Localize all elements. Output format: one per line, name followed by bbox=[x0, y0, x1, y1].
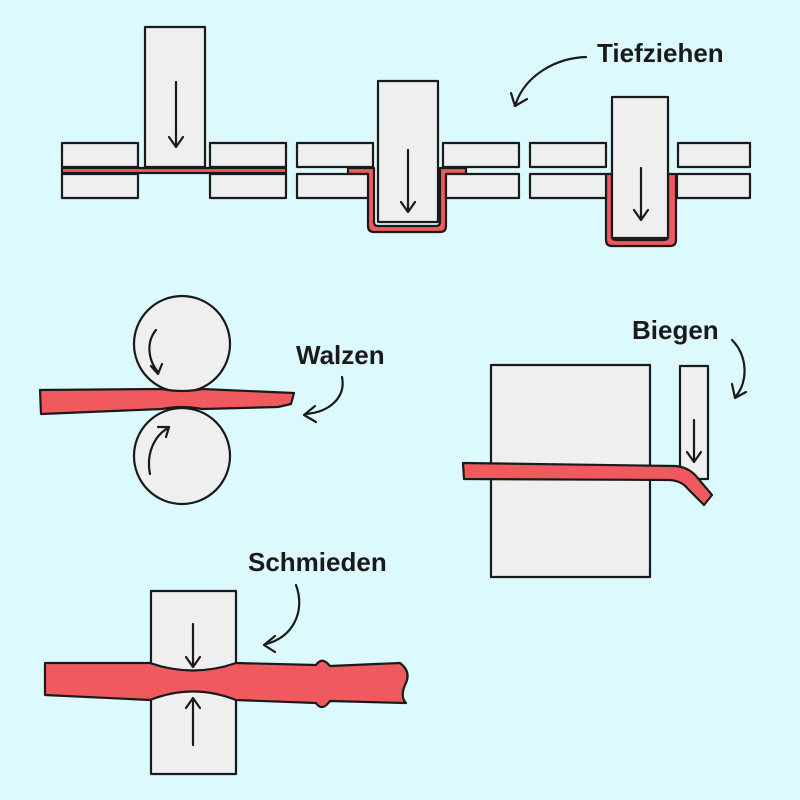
label-biegen: Biegen bbox=[632, 315, 719, 345]
schmieden-process bbox=[43, 589, 409, 776]
blank-holder-top-left bbox=[295, 141, 375, 169]
die-right bbox=[208, 172, 288, 200]
label-walzen: Walzen bbox=[296, 340, 385, 370]
blank-holder-top-left bbox=[528, 141, 608, 169]
die-left bbox=[528, 172, 608, 200]
sheet-metal bbox=[461, 461, 714, 507]
sheet-metal bbox=[60, 166, 288, 175]
curved-pointer-arrow-icon bbox=[730, 338, 748, 400]
arrow-icon bbox=[167, 80, 185, 149]
upper-roller bbox=[132, 294, 232, 394]
walzen-process bbox=[38, 294, 296, 506]
die-left bbox=[295, 172, 370, 200]
curved-arrow-icon bbox=[147, 425, 171, 476]
lower-roller bbox=[132, 406, 232, 506]
tiefziehen-step-1 bbox=[60, 25, 288, 200]
blank-holder-top-right bbox=[676, 141, 752, 169]
arrow-icon bbox=[632, 166, 650, 222]
tiefziehen-step-3 bbox=[528, 95, 752, 248]
curved-arrow-icon bbox=[148, 328, 164, 376]
die-right bbox=[675, 172, 752, 200]
tiefziehen-step-2 bbox=[295, 79, 521, 234]
curved-pointer-arrow-icon bbox=[509, 55, 588, 108]
blank-holder-top-right bbox=[441, 141, 521, 169]
die-left bbox=[60, 172, 140, 200]
sheet-metal bbox=[38, 387, 296, 416]
die-right bbox=[444, 172, 521, 200]
label-schmieden: Schmieden bbox=[248, 547, 387, 577]
curved-pointer-arrow-icon bbox=[262, 583, 301, 654]
workpiece bbox=[43, 659, 409, 709]
blank-holder-top-right bbox=[208, 141, 288, 169]
curved-pointer-arrow-icon bbox=[302, 375, 344, 424]
arrow-icon bbox=[184, 696, 202, 747]
label-tiefziehen: Tiefziehen bbox=[597, 38, 724, 68]
arrow-icon bbox=[685, 418, 703, 464]
biegen-process bbox=[461, 363, 714, 579]
blank-holder-top-left bbox=[60, 141, 140, 169]
arrow-icon bbox=[399, 148, 417, 214]
arrow-icon bbox=[184, 622, 202, 669]
